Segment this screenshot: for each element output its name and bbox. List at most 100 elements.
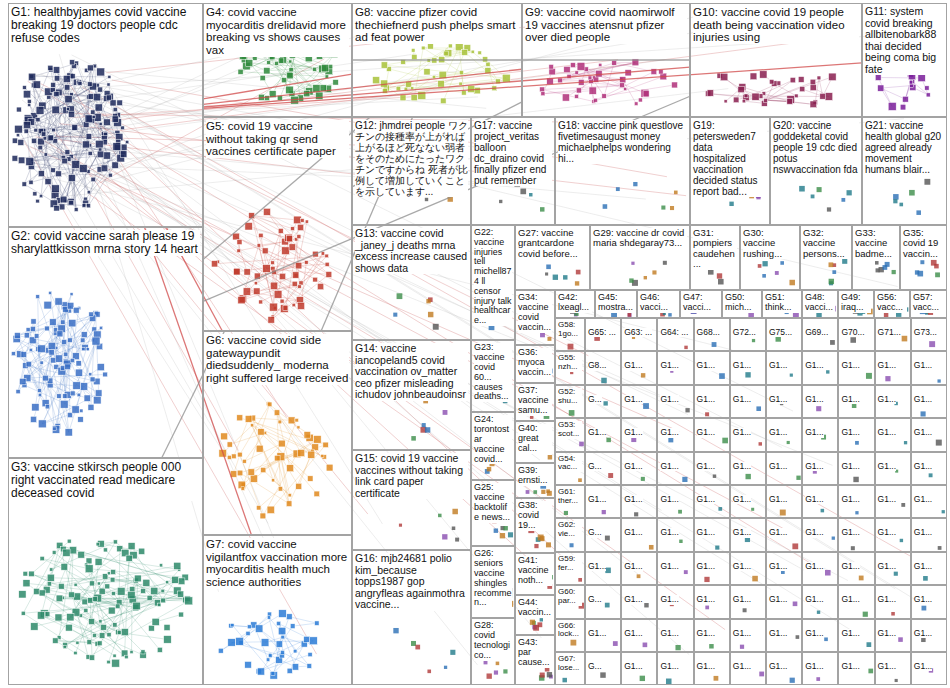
vertex-icon [752,93,759,100]
vertex-icon [674,191,678,195]
vertex-icon [128,543,135,550]
vertex-icon [113,623,117,627]
vertex-icon [620,83,625,88]
vertex-icon [286,614,292,620]
network-link [100,594,180,621]
group-label: G13: vaccine covid _janey_j deaths mrna … [355,228,468,274]
vertex-icon [866,642,871,647]
network-link [77,586,107,596]
network-link [18,129,122,153]
network-link [58,617,143,655]
network-link [50,314,91,381]
vertex-icon [309,637,317,645]
network-link [45,66,95,138]
vertex-icon [97,151,104,158]
vertex-icon [790,678,795,683]
vertex-icon [547,337,551,341]
vertex-icon [36,106,44,114]
network-link [259,245,274,307]
vertex-icon [875,261,879,265]
vertex-icon [852,403,857,408]
network-link [27,378,87,398]
vertex-icon [399,524,402,527]
vertex-icon [855,441,859,445]
vertex-icon [82,204,86,208]
group-label: G29: vaccine dr covid maria shdegaray73.… [593,228,687,249]
vertex-icon [95,390,102,397]
vertex-icon [603,204,608,209]
group-box: G15: covid 19 vaccine vaccines without t… [352,450,471,550]
vertex-icon [174,562,181,569]
vertex-icon [151,587,158,594]
network-link [115,542,187,599]
network-link [75,573,108,653]
vertex-icon [282,247,290,255]
vertex-icon [89,619,95,625]
vertex-icon [317,283,323,289]
vertex-icon [640,676,645,681]
vertex-icon [259,233,263,237]
network-link [74,81,895,589]
vertex-icon [91,110,95,114]
vertex-icon [400,95,406,101]
network-link [268,404,298,428]
vertex-icon [89,312,94,317]
vertex-icon [278,420,282,424]
network-link [581,82,622,85]
vertex-icon [99,122,102,125]
network-link [261,235,329,274]
vertex-icon [296,483,302,489]
vertex-icon [56,171,62,177]
vertex-icon [462,49,468,55]
vertex-icon [33,81,40,88]
vertex-icon [292,272,298,278]
vertex-icon [245,661,252,668]
vertex-icon [47,582,51,586]
vertex-icon [863,612,868,617]
vertex-icon [26,158,34,166]
vertex-icon [715,546,719,550]
group-box: G39: ernsti... [515,463,555,498]
network-link [59,54,218,592]
group-box: G33: vaccine badme... [852,225,900,290]
network-link [43,176,733,350]
network-link [277,413,301,453]
vertex-icon [601,378,606,383]
vertex-icon [211,261,217,267]
group-label: G1: healthbyjames covid vaccine breaking… [11,6,200,46]
vertex-icon [606,438,611,443]
vertex-icon [93,634,97,638]
vertex-icon [287,72,293,78]
vertex-icon [111,592,115,596]
vertex-icon [270,672,277,679]
vertex-icon [526,490,530,494]
vertex-icon [267,61,271,65]
group-box: G25: vaccine backtolife news... [471,480,515,546]
vertex-icon [59,204,65,210]
vertex-icon [548,455,552,459]
vertex-icon [281,635,285,639]
vertex-icon [918,74,925,81]
network-link [37,553,67,592]
vertex-icon [744,94,748,98]
vertex-icon [534,544,538,548]
network-link [33,147,124,161]
vertex-icon [157,603,160,606]
vertex-icon [67,107,70,110]
vertex-icon [898,637,903,642]
vertex-icon [247,625,251,629]
vertex-icon [274,455,280,461]
vertex-icon [540,207,544,211]
vertex-icon [549,68,555,74]
vertex-icon [817,611,820,614]
vertex-icon [292,303,295,306]
vertex-icon [60,196,67,203]
vertex-icon [177,591,183,597]
vertex-icon [612,60,617,65]
vertex-icon [11,352,15,356]
vertex-icon [297,235,301,239]
vertex-icon [605,603,610,608]
vertex-icon [86,348,89,351]
vertex-icon [459,71,463,75]
network-link [66,309,98,400]
